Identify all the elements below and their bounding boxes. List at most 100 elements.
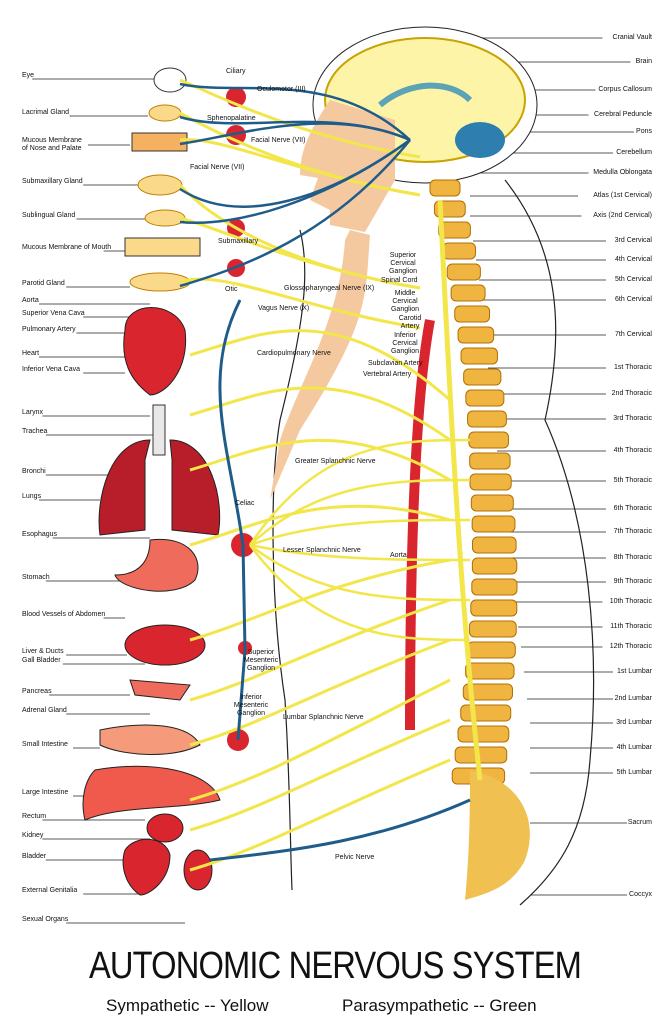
vertebra (470, 494, 514, 512)
anatomy-label: 4th Lumbar (616, 744, 652, 751)
organ-label: Lungs (22, 493, 42, 500)
structure-label: Sphenopalatine (207, 115, 256, 122)
vertebra (446, 263, 481, 281)
sympathetic-nerve (189, 558, 451, 642)
parasympathetic-nerve (179, 82, 411, 141)
sympathetic-nerve (189, 598, 451, 702)
structure-label: Aorta (390, 552, 407, 559)
sympathetic-nerve (189, 504, 451, 547)
sympathetic-nerve (189, 438, 451, 482)
anatomy-label: 3rd Thoracic (613, 415, 652, 422)
sympathetic-nerve (189, 758, 451, 872)
sympathetic-nerve (437, 199, 483, 781)
vertebra (457, 326, 495, 344)
structure-label: Lesser Splanchnic Nerve (283, 547, 361, 554)
anatomy-label: Cerebellum (616, 149, 652, 156)
sympathetic-nerve (189, 329, 451, 402)
organ-label: Bronchi (22, 468, 46, 475)
vertebra (457, 725, 510, 743)
structure-label: Inferior Cervical Ganglion (390, 332, 420, 355)
vertebra (454, 305, 491, 323)
organ-label: Stomach (22, 574, 50, 581)
sympathetic-nerve (249, 544, 471, 602)
vertebra (471, 578, 518, 596)
structure-label: Glossopharyngeal Nerve (IX) (284, 285, 375, 292)
structure-label: Cardiopulmonary Nerve (257, 350, 331, 357)
organ-label: Rectum (22, 813, 47, 820)
structure-label: Spinal Cord (381, 277, 418, 284)
structure-label: Vagus Nerve (X) (258, 305, 310, 312)
organ-label: Kidney (22, 832, 44, 839)
anatomy-label: 6th Thoracic (613, 505, 652, 512)
organ-label: Sexual Organs (22, 916, 69, 923)
anatomy-label: Coccyx (629, 891, 652, 898)
organ-label: Pulmonary Artery (22, 326, 76, 333)
structure-label: Submaxillary (218, 238, 259, 245)
organ-label: Small Intestine (22, 741, 68, 748)
organ-label: Blood Vessels of Abdomen (22, 611, 106, 618)
vertebra (460, 704, 512, 722)
body-outline (272, 179, 595, 906)
structure-label: Oculomotor (III) (257, 86, 306, 93)
vertebra (465, 389, 505, 407)
structure-label: Otic (225, 286, 238, 293)
aorta-vessel (405, 319, 435, 731)
organ-label: Liver & Ducts (22, 648, 64, 655)
anatomy-label: Brain (635, 58, 652, 65)
vertebra (468, 620, 517, 638)
structure-label: Superior Mesenteric Ganglion (243, 649, 279, 672)
structure-label: Superior Cervical Ganglion (388, 252, 418, 275)
anatomy-label: 12th Thoracic (609, 643, 652, 650)
organ-label: Larynx (22, 409, 44, 416)
anatomy-label: 4th Thoracic (613, 447, 652, 454)
anatomy-label: 3rd Cervical (614, 237, 652, 244)
organ-label: Mucous Membrane of Nose and Palate (22, 137, 82, 152)
vertebra (468, 431, 509, 449)
vertebra (438, 221, 471, 239)
parasympathetic-nerve (179, 139, 411, 288)
anatomy-label: Cranial Vault (612, 34, 652, 41)
legend-sympathetic: Sympathetic -- Yellow (106, 996, 269, 1015)
structure-label: Carotid Artery (398, 315, 422, 330)
anatomy-label: 3rd Lumbar (616, 719, 652, 726)
anatomy-label: Medulla Oblongata (593, 169, 652, 176)
anatomy-label: 9th Thoracic (613, 578, 652, 585)
anatomy-label: 6th Cervical (615, 296, 652, 303)
anatomy-label: 7th Thoracic (613, 528, 652, 535)
sympathetic-nerve (249, 543, 471, 562)
sympathetic-nerve (248, 438, 471, 546)
vertebra (454, 746, 508, 764)
vertebra (469, 452, 511, 470)
structure-label: Subclavian Artery (368, 360, 423, 367)
organ-label: Superior Vena Cava (22, 310, 85, 317)
vertebra (450, 284, 486, 302)
organ-label: Trachea (22, 428, 48, 435)
corpus-callosum (378, 82, 473, 108)
anatomy-label: Atlas (1st Cervical) (593, 192, 652, 199)
organ-label: Sublingual Gland (22, 212, 76, 219)
sympathetic-nerve (179, 277, 421, 330)
vertebra (470, 599, 518, 617)
organ-label: Bladder (22, 853, 47, 860)
structure-label: Inferior Mesenteric Ganglion (233, 694, 269, 717)
anatomy-label: 11th Thoracic (610, 623, 652, 630)
sympathetic-nerve (249, 478, 471, 546)
sacrum (465, 770, 530, 900)
sympathetic-nerve (189, 638, 451, 747)
structure-label: Facial Nerve (VII) (190, 164, 245, 171)
anatomy-label: 1st Thoracic (614, 364, 652, 371)
anatomy-label: 8th Thoracic (613, 554, 652, 561)
anatomy-label: 10th Thoracic (609, 598, 652, 605)
anatomy-label: 2nd Thoracic (611, 390, 652, 397)
vertebra (462, 683, 513, 701)
parasympathetic-nerve (179, 138, 411, 224)
sympathetic-nerve (189, 386, 451, 442)
anatomy-label: 7th Cervical (615, 331, 652, 338)
anatomy-label: 4th Cervical (615, 256, 652, 263)
structure-label: Ciliary (226, 68, 246, 75)
page-title: AUTONOMIC NERVOUS SYSTEM (88, 945, 582, 987)
organ-label: Large Intestine (22, 789, 69, 796)
organ-label: Aorta (22, 297, 39, 304)
organ-label: Lacrimal Gland (22, 109, 70, 116)
